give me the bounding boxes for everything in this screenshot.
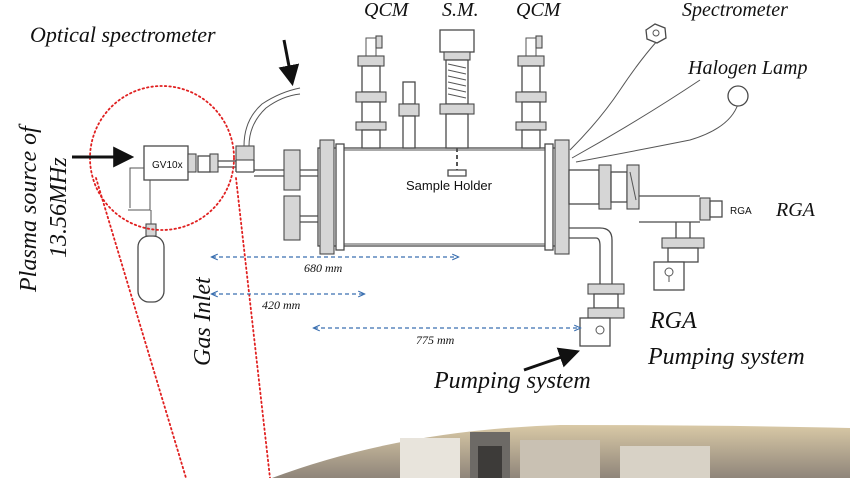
label-plasma-source-line1: Plasma source of — [16, 123, 42, 293]
right-assembly — [568, 164, 723, 291]
label-plasma-source-line2: 13.56MHz — [46, 157, 72, 258]
spectrometer-icon — [645, 23, 667, 44]
label-dim-420: 420 mm — [262, 298, 301, 312]
label-dim-680: 680 mm — [304, 261, 343, 275]
small-valve — [398, 81, 420, 149]
label-qcm-right: QCM — [516, 0, 562, 21]
halogen-lamp-icon — [727, 85, 749, 107]
label-pumping-system: Pumping system — [433, 368, 591, 394]
label-sample-holder: Sample Holder — [406, 178, 493, 193]
label-rga-pumping-line1: RGA — [649, 308, 697, 334]
qcm-left-port — [355, 35, 387, 149]
spectrometer-fiber — [569, 39, 739, 163]
label-dim-775: 775 mm — [416, 333, 455, 347]
label-gv10x: GV10x — [152, 160, 183, 171]
pumping-line — [569, 227, 625, 347]
highlight-callout — [89, 85, 271, 478]
pumping-arrow — [523, 347, 580, 372]
label-rga-side: RGA — [775, 199, 816, 221]
qcm-right-port — [515, 35, 547, 149]
left-flange — [283, 149, 318, 241]
main-chamber — [317, 139, 570, 255]
optical-arrow — [278, 39, 300, 87]
sm-port — [439, 29, 475, 177]
label-qcm-left: QCM — [364, 0, 410, 21]
label-rga-pumping-line2: Pumping system — [647, 344, 805, 370]
plasma-source — [128, 87, 301, 303]
label-sm: S.M. — [442, 0, 479, 21]
label-optical-spectrometer: Optical spectrometer — [30, 22, 216, 47]
label-gas-inlet: Gas Inlet — [190, 276, 216, 366]
label-halogen-lamp: Halogen Lamp — [687, 57, 807, 79]
lab-photo — [272, 425, 850, 478]
label-rga-box: RGA — [730, 206, 752, 217]
label-spectrometer: Spectrometer — [682, 0, 788, 21]
